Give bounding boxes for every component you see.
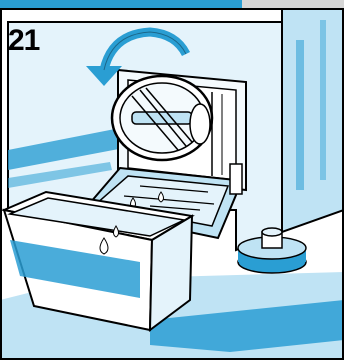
top-strip-blue: [0, 0, 242, 8]
flap-hinge: [230, 164, 242, 194]
top-strip-grey: [242, 0, 344, 8]
top-color-strip: [0, 0, 344, 8]
machine-side-panel: [282, 8, 344, 232]
drain-filter-diagram: [0, 8, 344, 360]
drain-filter-cap: [112, 76, 212, 160]
side-panel-highlight: [296, 40, 304, 190]
side-panel-stripe: [320, 20, 326, 180]
step-number: 21: [8, 26, 39, 56]
